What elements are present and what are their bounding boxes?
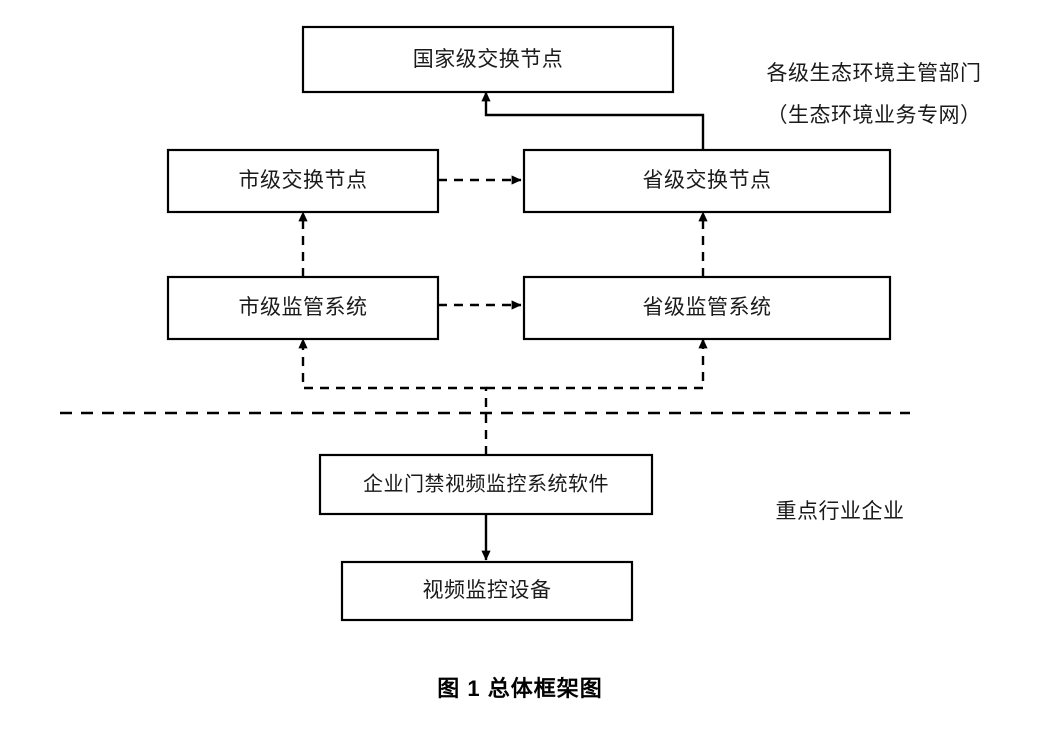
box-province-exchange-node-rect	[522, 148, 892, 214]
box-national-exchange-node-label: 国家级交换节点	[413, 47, 564, 71]
box-city-supervision-system-rect	[166, 275, 440, 341]
box-city-exchange-node-rect	[166, 148, 440, 214]
box-city-supervision-system[interactable]: 市级监管系统	[166, 275, 440, 341]
link-enterprise-to-province-system	[486, 338, 708, 390]
box-enterprise-access-video-software-rect	[318, 453, 654, 516]
box-video-monitoring-device-label: 视频监控设备	[423, 578, 552, 602]
box-video-monitoring-device[interactable]: 视频监控设备	[340, 560, 634, 622]
box-city-supervision-system-label: 市级监管系统	[239, 295, 368, 319]
box-enterprise-access-video-software-label: 企业门禁视频监控系统软件	[363, 473, 609, 496]
box-city-exchange-node[interactable]: 市级交换节点	[166, 148, 440, 214]
box-province-supervision-system[interactable]: 省级监管系统	[522, 275, 892, 341]
box-enterprise-access-video-software[interactable]: 企业门禁视频监控系统软件	[318, 453, 654, 516]
box-national-exchange-node[interactable]: 国家级交换节点	[301, 25, 675, 94]
annotation-upper-zone-line2: （生态环境业务专网）	[767, 103, 982, 127]
annotation-upper-zone-line1: 各级生态环境主管部门	[767, 61, 982, 85]
figure-caption: 图 1 总体框架图	[437, 676, 602, 701]
box-province-supervision-system-label: 省级监管系统	[643, 295, 772, 319]
box-video-monitoring-device-rect	[340, 560, 634, 622]
box-province-exchange-node[interactable]: 省级交换节点	[522, 148, 892, 214]
box-national-exchange-node-rect	[301, 25, 675, 94]
box-province-supervision-system-rect	[522, 275, 892, 341]
link-enterprise-to-city-system	[298, 338, 488, 455]
link-province-to-national	[481, 91, 705, 150]
box-province-exchange-node-label: 省级交换节点	[643, 168, 772, 192]
annotation-lower-zone: 重点行业企业	[776, 499, 905, 523]
box-city-exchange-node-label: 市级交换节点	[239, 168, 368, 192]
